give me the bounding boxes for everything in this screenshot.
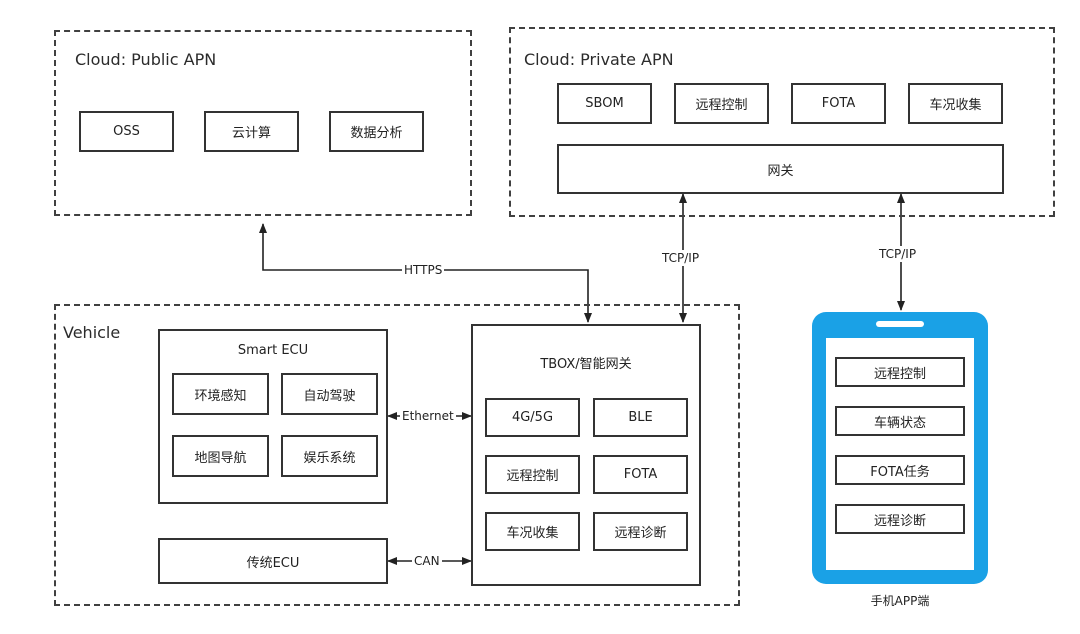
- phone-app-device: 远程控制 车辆状态 FOTA任务 远程诊断: [812, 312, 988, 584]
- app-remote-control-button[interactable]: 远程控制: [835, 357, 965, 387]
- oss-module: OSS: [79, 111, 174, 152]
- data-analysis-module: 数据分析: [329, 111, 424, 152]
- private-status-collection-module: 车况收集: [908, 83, 1003, 124]
- tcpip-tbox-label: TCP/IP: [660, 250, 702, 266]
- map-navigation-module: 地图导航: [172, 435, 269, 477]
- tcpip-app-label: TCP/IP: [877, 246, 919, 262]
- entertainment-system-module: 娱乐系统: [281, 435, 378, 477]
- private-remote-control-module: 远程控制: [674, 83, 769, 124]
- sbom-module: SBOM: [557, 83, 652, 124]
- smart-ecu-title: Smart ECU: [237, 343, 309, 358]
- ethernet-label: Ethernet: [400, 408, 456, 424]
- phone-speaker-icon: [876, 321, 924, 327]
- vehicle-group: [54, 304, 740, 606]
- tbox-ble-module: BLE: [593, 398, 688, 437]
- can-label: CAN: [412, 553, 442, 569]
- app-vehicle-status-button[interactable]: 车辆状态: [835, 406, 965, 436]
- tbox-4g5g-module: 4G/5G: [485, 398, 580, 437]
- tbox-title: TBOX/智能网关: [540, 357, 632, 372]
- private-fota-module: FOTA: [791, 83, 886, 124]
- legacy-ecu-module: 传统ECU: [158, 538, 388, 584]
- environment-perception-module: 环境感知: [172, 373, 269, 415]
- tbox-status-collection-module: 车况收集: [485, 512, 580, 551]
- app-fota-task-button[interactable]: FOTA任务: [835, 455, 965, 485]
- https-label: HTTPS: [402, 262, 445, 278]
- smart-ecu-panel: Smart ECU: [158, 329, 388, 504]
- autonomous-driving-module: 自动驾驶: [281, 373, 378, 415]
- phone-screen: 远程控制 车辆状态 FOTA任务 远程诊断: [826, 338, 974, 570]
- cloud-private-apn-title: Cloud: Private APN: [524, 50, 674, 69]
- cloud-private-apn-group: [509, 27, 1055, 217]
- app-remote-diagnosis-button[interactable]: 远程诊断: [835, 504, 965, 534]
- phone-app-caption: 手机APP端: [870, 594, 930, 608]
- cloud-public-apn-title: Cloud: Public APN: [75, 50, 217, 69]
- tbox-remote-diagnosis-module: 远程诊断: [593, 512, 688, 551]
- tbox-remote-control-module: 远程控制: [485, 455, 580, 494]
- vehicle-title: Vehicle: [63, 323, 121, 342]
- cloud-public-apn-group: [54, 30, 472, 216]
- gateway-module: 网关: [557, 144, 1004, 194]
- cloud-compute-module: 云计算: [204, 111, 299, 152]
- tbox-fota-module: FOTA: [593, 455, 688, 494]
